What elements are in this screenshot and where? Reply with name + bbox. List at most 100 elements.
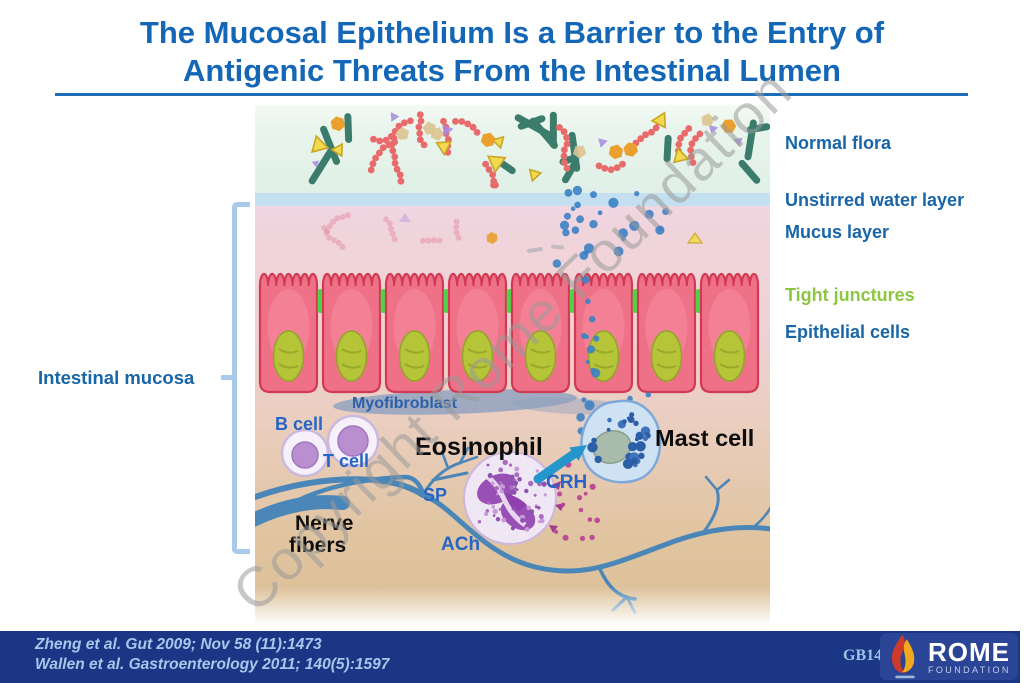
mast-cell-label: Mast cell [655,425,754,451]
antigen-hexagon [608,144,624,160]
antigen-dot [586,345,595,354]
antigen-dot [585,359,590,365]
released-granule [562,534,569,541]
label-tight-junctures: Tight junctures [785,285,915,305]
myofibroblast-label: Myofibroblast [352,395,458,412]
faint-rod [527,247,543,253]
eosinophil-speckle [535,505,538,509]
eosinophil-speckle [514,466,520,472]
t-cell-label: T cell [323,451,369,471]
antigen-triangle-yellow [650,111,667,129]
antigen-dot [613,246,624,257]
bacterium-rod [514,114,552,139]
eosinophil-speckle [510,474,515,479]
antigen-triangle-yellow [528,168,543,183]
faint-bacterium-chain [453,218,462,241]
eosinophil-speckle [543,493,547,497]
sp-label: SP [423,485,447,505]
mast-granule [629,412,635,418]
faint-bacterium-chain [321,224,346,250]
mucus-particle [486,232,498,244]
antigen-dot [584,400,595,411]
bacterium-rod [308,146,335,185]
eosinophil-speckle [538,514,544,519]
references: Zheng et al. Gut 2009; Nov 58 (11):1473 … [35,635,389,675]
bacterium-chain [370,117,414,145]
antigen-dot [562,228,570,237]
epithelial-cell [321,272,382,394]
epithelial-cell [636,272,697,394]
antigen-dot [590,367,596,374]
bacterium-rod [663,134,672,163]
cell-nucleus [398,330,431,382]
antigen-hexagon [330,116,345,132]
eosinophil-speckle [539,518,545,524]
antigen-dot [574,201,581,209]
antigen-pentagon [572,145,587,159]
antigen-triangle-purple [733,137,743,147]
antigen-triangle-yellow [672,146,690,164]
epithelial-cell [384,272,445,394]
eosinophil-speckle [485,509,490,513]
eosinophil-speckle [511,490,517,495]
title-underline [55,93,968,96]
bacterium-rod [738,159,761,184]
nerve-fibers-label-line2: fibers [289,534,346,557]
epithelial-cell [573,272,634,394]
eosinophil-speckle [492,508,498,515]
mast-granule [628,442,638,452]
antigen-hexagon [623,142,638,157]
cell-nucleus [272,330,305,382]
eosinophil-speckle [513,485,516,488]
title-line-1: The Mucosal Epithelium Is a Barrier to t… [139,15,885,50]
mast-granule [634,437,639,442]
label-unstirred-water: Unstirred water layer [785,190,965,210]
mast-granule [607,417,612,423]
mucus-band [255,206,770,268]
antigen-dot [564,189,573,197]
epithelial-cell [510,272,571,394]
released-granule [589,534,595,541]
eosinophil-speckle [537,506,541,510]
rome-logo-subname: FOUNDATION [928,664,1011,675]
eosinophil-speckle [515,488,519,492]
antigen-triangle-yellow [490,135,505,150]
bacterium-chain [556,124,571,172]
antigen-triangle-yellow [310,134,330,154]
antigen-dot [593,335,600,342]
released-granule [587,517,593,522]
antigen-dot [570,206,576,211]
eosinophil-speckle [513,478,517,482]
mast-granule [630,457,638,465]
antigen-hexagon [480,132,496,147]
mucosa-illustration: Myofibroblast B cell T cell Eosinophil S… [255,105,770,625]
eosinophil-speckle [514,472,520,478]
antigen-dot [658,226,663,231]
mast-granule [587,442,598,453]
released-granule [589,483,596,490]
antigen-dot [583,250,589,256]
eosinophil-speckle [498,480,502,485]
mast-granule [626,416,631,421]
tight-junction [317,289,324,313]
bacterium-chain [595,160,626,174]
mast-granule [594,455,602,464]
reference-1: Zheng et al. Gut 2009; Nov 58 (11):1473 [35,636,322,653]
mast-granule [633,420,639,426]
released-granule [579,535,586,541]
released-granule [561,502,566,507]
rome-flame-icon [891,634,915,678]
antigen-dot [608,197,619,208]
eosinophil-speckle [494,486,499,491]
released-granule [554,529,559,534]
mast-granule [635,441,646,452]
mast-granule [642,436,648,442]
mucus-layer-particles [321,212,704,253]
eosinophil-granules [554,460,600,541]
b-cell-label: B cell [275,414,323,434]
antigen-dot [629,220,640,231]
mucosa-bracket [232,202,250,554]
mast-granule [606,427,611,432]
crh-label: CRH [546,472,587,493]
